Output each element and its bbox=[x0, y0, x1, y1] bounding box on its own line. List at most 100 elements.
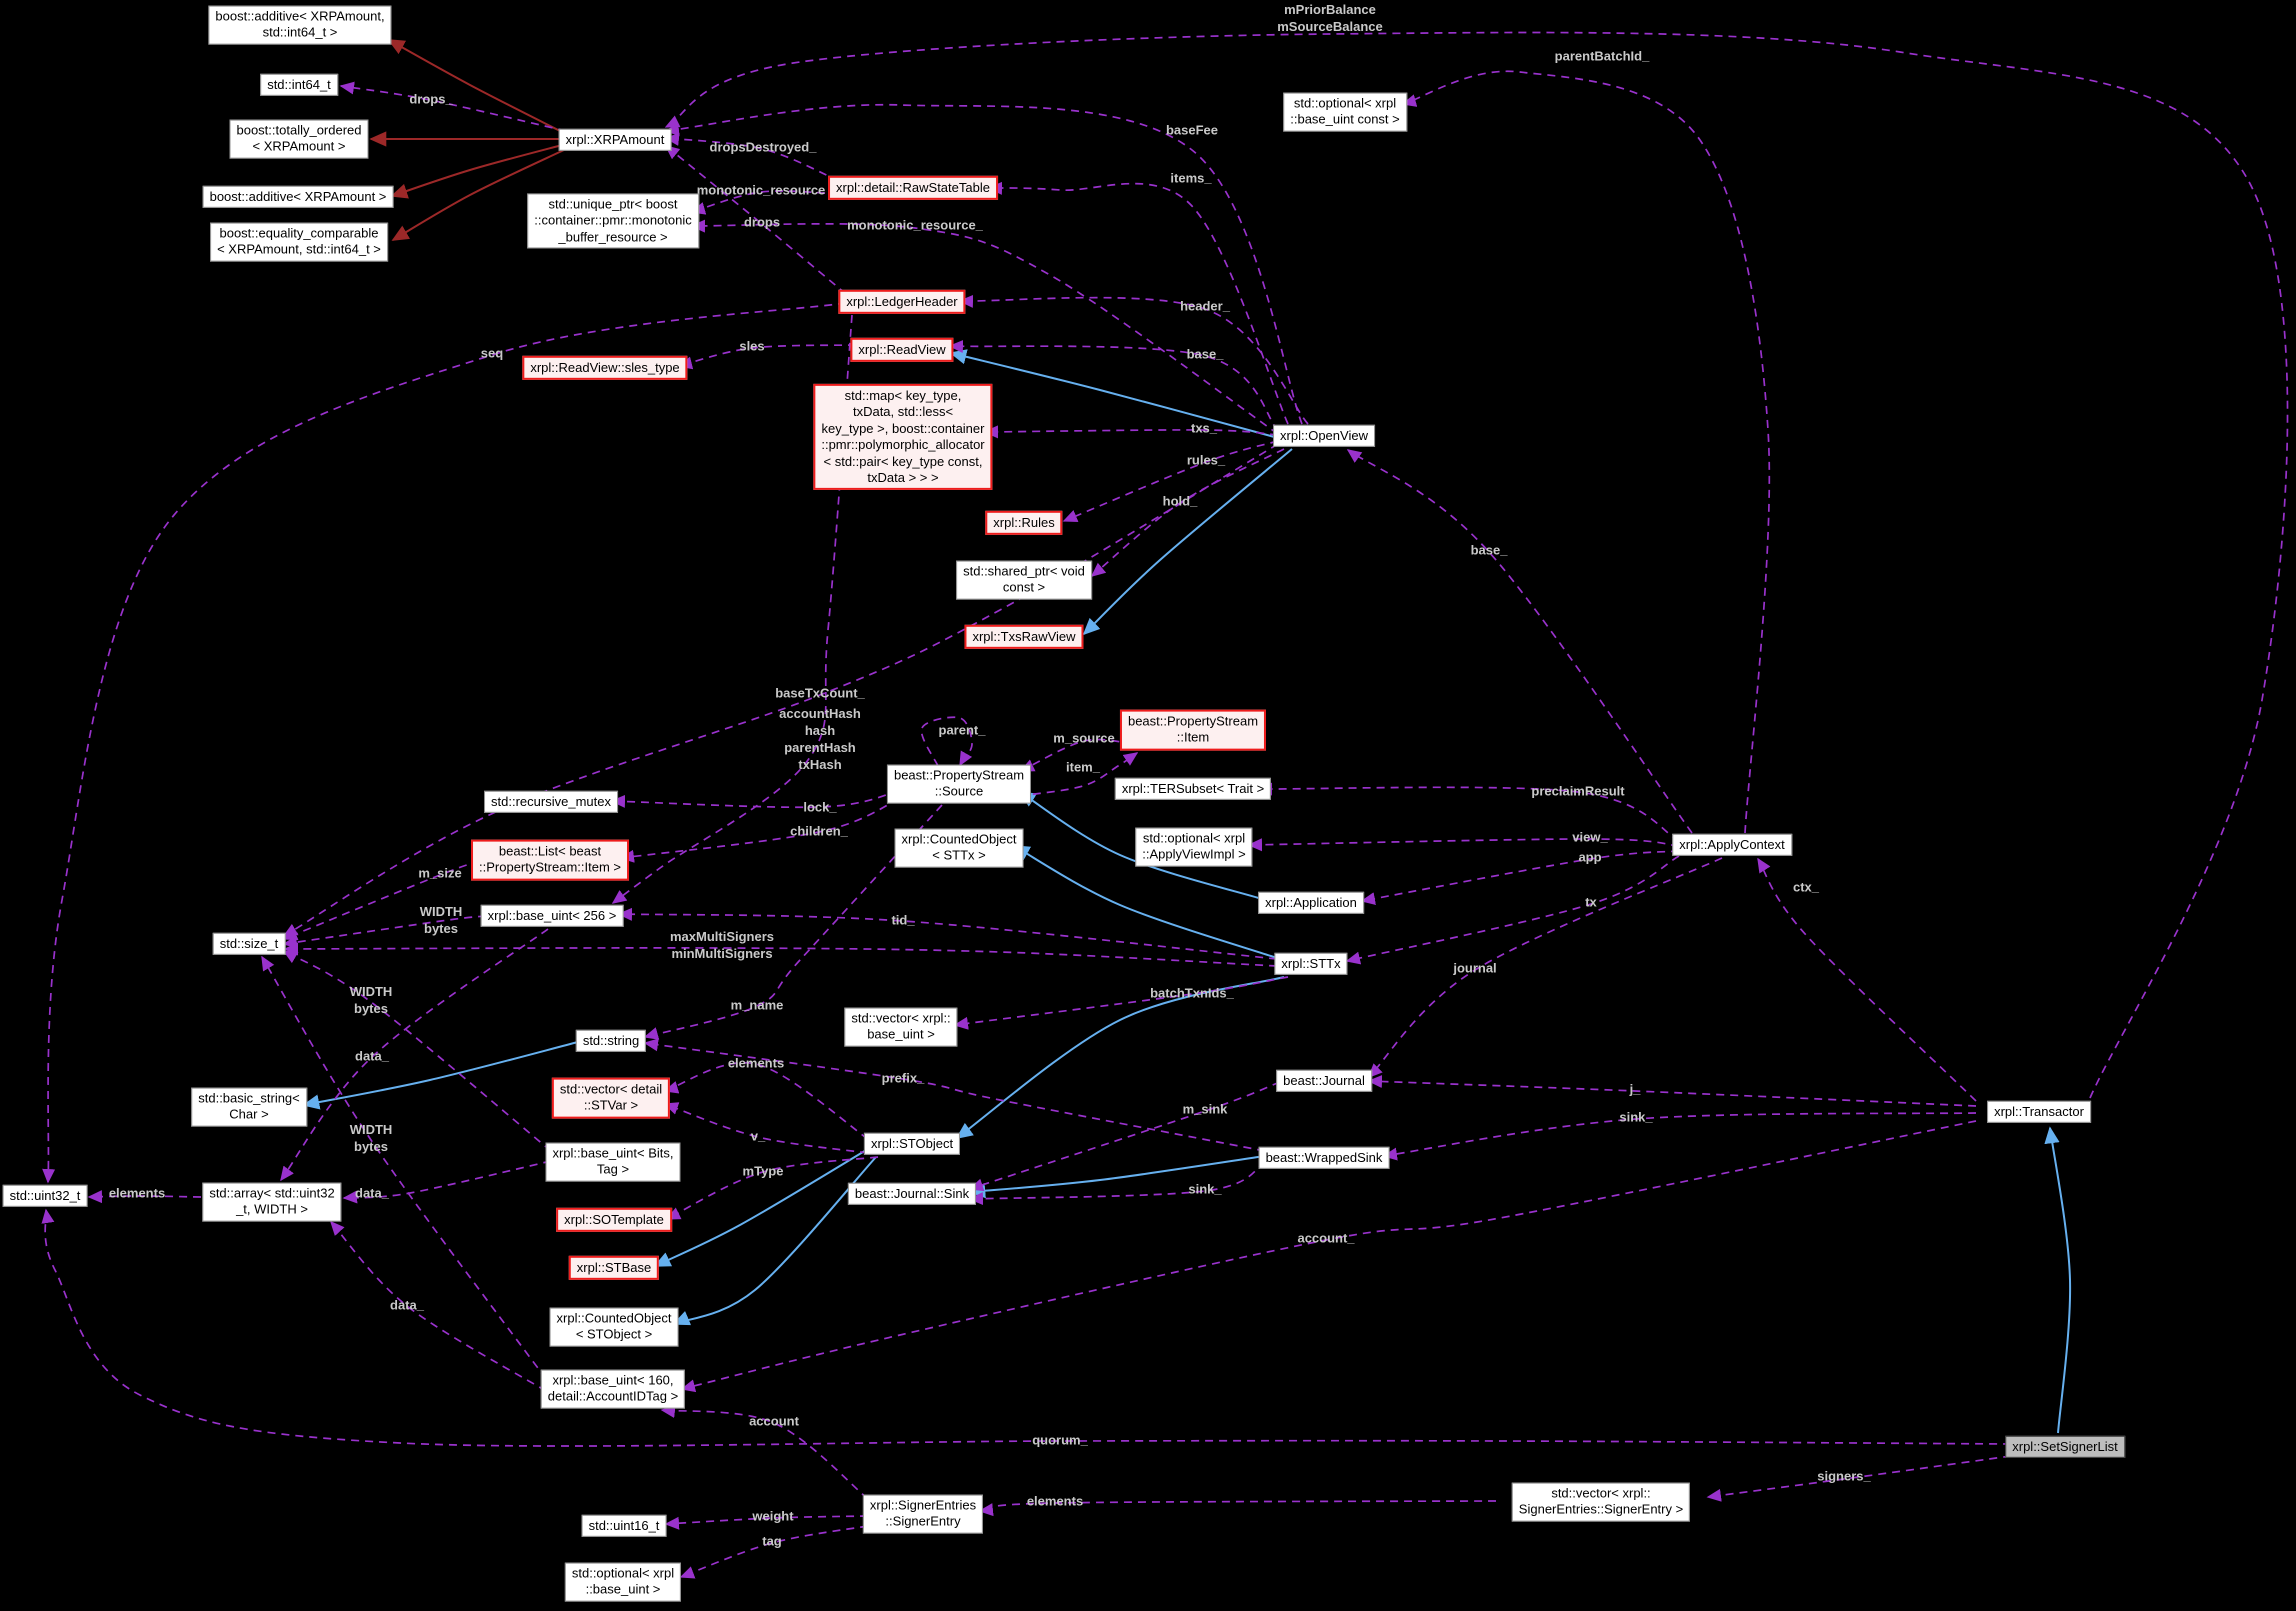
edge-label-account-: account_ bbox=[1297, 1230, 1355, 1246]
node-setsignerlist[interactable]: xrpl::SetSignerList bbox=[2005, 1435, 2125, 1459]
node-rules[interactable]: xrpl::Rules bbox=[985, 510, 1063, 536]
edge-label-accounthash: accountHash hash parentHash txHash bbox=[779, 706, 861, 772]
edge-label-base-: base_ bbox=[1186, 346, 1224, 362]
edge-label-data-: data_ bbox=[355, 1185, 389, 1201]
node-ledgerheader[interactable]: xrpl::LedgerHeader bbox=[838, 289, 966, 315]
edge-label-m-name: m_name bbox=[730, 997, 784, 1013]
node-uint16[interactable]: std::uint16_t bbox=[581, 1514, 667, 1538]
edge-label-seq: seq bbox=[480, 345, 504, 361]
node-tx-map[interactable]: std::map< key_type, txData, std::less< k… bbox=[813, 383, 993, 491]
edge-xrpamount-to-int64 bbox=[339, 81, 567, 132]
edge-xrpamount-to-equality-comparable bbox=[391, 148, 567, 241]
edge-label-items-: items_ bbox=[1170, 170, 1212, 186]
node-beast-list-item[interactable]: beast::List< beast ::PropertyStream::Ite… bbox=[471, 839, 629, 881]
node-int64[interactable]: std::int64_t bbox=[260, 73, 338, 97]
node-optional-applyviewimpl[interactable]: std::optional< xrpl ::ApplyViewImpl > bbox=[1135, 827, 1253, 867]
edge-label-header-: header_ bbox=[1180, 298, 1230, 314]
edge-sttx-to-countedobject-sttx bbox=[1012, 845, 1278, 959]
node-readview[interactable]: xrpl::ReadView bbox=[850, 337, 954, 363]
node-optional-base-uint[interactable]: std::optional< xrpl ::base_uint > bbox=[564, 1562, 682, 1602]
node-txsrawview[interactable]: xrpl::TxsRawView bbox=[964, 624, 1084, 650]
edge-label-basetxcount-: baseTxCount_ bbox=[775, 685, 865, 701]
node-sotemplate[interactable]: xrpl::SOTemplate bbox=[556, 1207, 672, 1233]
node-string[interactable]: std::string bbox=[575, 1029, 647, 1053]
edge-label-lock-: lock_ bbox=[803, 799, 837, 815]
node-countedobject-stobject[interactable]: xrpl::CountedObject < STObject > bbox=[549, 1307, 679, 1347]
node-stobject[interactable]: xrpl::STObject bbox=[863, 1132, 961, 1156]
node-optional-base-uint-const[interactable]: std::optional< xrpl ::base_uint const > bbox=[1283, 92, 1407, 132]
edge-label-parent-: parent_ bbox=[938, 722, 986, 738]
edge-label-tx: tx bbox=[1585, 894, 1597, 910]
edge-label-mtype: mType bbox=[742, 1163, 784, 1179]
node-totally-ordered[interactable]: boost::totally_ordered < XRPAmount > bbox=[229, 119, 369, 159]
edge-wrappedsink-to-journal-sink bbox=[968, 1155, 1266, 1199]
node-countedobject-sttx[interactable]: xrpl::CountedObject < STTx > bbox=[894, 828, 1024, 868]
edge-label-account: account bbox=[749, 1413, 799, 1429]
edge-setsignerlist-to-uint32 bbox=[41, 1208, 2012, 1447]
node-transactor[interactable]: xrpl::Transactor bbox=[1987, 1100, 2091, 1124]
node-uint32[interactable]: std::uint32_t bbox=[2, 1184, 88, 1208]
node-vector-stvar[interactable]: std::vector< detail ::STVar > bbox=[551, 1077, 671, 1119]
node-vector-base-uint[interactable]: std::vector< xrpl:: base_uint > bbox=[844, 1007, 958, 1047]
node-base-uint-160-accountid[interactable]: xrpl::base_uint< 160, detail::AccountIDT… bbox=[540, 1369, 686, 1409]
edge-transactor-to-journal bbox=[1367, 1075, 1977, 1107]
edge-sttx-to-size-t bbox=[283, 942, 1278, 967]
edge-label-monotonic-resource-: monotonic_resource_ bbox=[847, 217, 983, 233]
node-sles-type[interactable]: xrpl::ReadView::sles_type bbox=[522, 355, 688, 381]
node-size-t[interactable]: std::size_t bbox=[212, 932, 286, 956]
edge-rawstatetable-to-xrpamount bbox=[664, 132, 840, 182]
edge-applycontext-to-application bbox=[1360, 850, 1680, 906]
edge-label-preclaimresult: preclaimResult bbox=[1531, 783, 1625, 799]
edge-label-width: WIDTH bytes bbox=[349, 984, 393, 1016]
node-openview[interactable]: xrpl::OpenView bbox=[1273, 424, 1375, 448]
node-basic-string[interactable]: std::basic_string< Char > bbox=[191, 1087, 307, 1127]
edge-stobject-to-vector-stvar bbox=[663, 1102, 869, 1154]
edge-label-children-: children_ bbox=[790, 823, 848, 839]
node-signerentry[interactable]: xrpl::SignerEntries ::SignerEntry bbox=[862, 1494, 984, 1534]
edge-stobject-to-vector-stvar bbox=[663, 1061, 869, 1140]
node-additive-int64[interactable]: boost::additive< XRPAmount, std::int64_t… bbox=[208, 5, 392, 45]
node-shared-ptr-void[interactable]: std::shared_ptr< void const > bbox=[956, 560, 1092, 600]
node-base-uint-256[interactable]: xrpl::base_uint< 256 > bbox=[480, 904, 624, 928]
edge-applycontext-to-sttx bbox=[1345, 855, 1680, 965]
node-array-uint32[interactable]: std::array< std::uint32 _t, WIDTH > bbox=[202, 1182, 342, 1222]
edge-sttx-to-stobject bbox=[955, 976, 1285, 1139]
edge-setsignerlist-to-vector-signerentry bbox=[1706, 1455, 2012, 1502]
node-wrappedsink[interactable]: beast::WrappedSink bbox=[1258, 1146, 1390, 1170]
edge-rawstatetable-to-unique-ptr-monotonic bbox=[690, 190, 840, 215]
node-rawstatetable[interactable]: xrpl::detail::RawStateTable bbox=[828, 175, 998, 201]
node-propertystream-item[interactable]: beast::PropertyStream ::Item bbox=[1119, 709, 1267, 751]
node-stbase[interactable]: xrpl::STBase bbox=[568, 1255, 660, 1281]
edge-propertystream-source-to-propertystream-source bbox=[920, 716, 973, 767]
edge-applycontext-to-optional-applyviewimpl bbox=[1247, 838, 1680, 852]
node-applycontext[interactable]: xrpl::ApplyContext bbox=[1672, 833, 1792, 857]
node-base-uint-bits-tag[interactable]: xrpl::base_uint< Bits, Tag > bbox=[545, 1142, 681, 1182]
edge-label-tag: tag bbox=[762, 1533, 782, 1549]
edge-sttx-to-base-uint-256 bbox=[617, 907, 1278, 960]
edge-applycontext-to-optional-base-uint-const bbox=[1401, 70, 1771, 834]
edge-label-quorum-: quorum_ bbox=[1032, 1432, 1088, 1448]
node-sttx[interactable]: xrpl::STTx bbox=[1274, 952, 1348, 976]
node-equality-comparable[interactable]: boost::equality_comparable < XRPAmount, … bbox=[210, 222, 388, 262]
edge-label-parentbatchid-: parentBatchId_ bbox=[1554, 48, 1650, 64]
edge-openview-to-ledgerheader bbox=[958, 294, 1309, 425]
node-vector-signerentry[interactable]: std::vector< xrpl:: SignerEntries::Signe… bbox=[1511, 1482, 1691, 1522]
edge-label-app: app bbox=[1578, 849, 1602, 865]
node-propertystream-source[interactable]: beast::PropertyStream ::Source bbox=[886, 764, 1032, 804]
edge-label-ctx-: ctx_ bbox=[1792, 879, 1820, 895]
node-unique-ptr-monotonic[interactable]: std::unique_ptr< boost ::container::pmr:… bbox=[527, 193, 699, 249]
node-journal-sink[interactable]: beast::Journal::Sink bbox=[847, 1182, 977, 1206]
edge-applycontext-to-openview bbox=[1346, 449, 1693, 834]
edge-propertystream-source-to-string bbox=[643, 804, 943, 1040]
node-tersubset[interactable]: xrpl::TERSubset< Trait > bbox=[1114, 777, 1272, 801]
edge-base-uint-256-to-size-t bbox=[282, 915, 487, 949]
edge-openview-to-tx-map bbox=[983, 425, 1279, 439]
node-xrpamount[interactable]: xrpl::XRPAmount bbox=[558, 128, 672, 152]
edge-label-j-: j_ bbox=[1629, 1081, 1641, 1097]
edge-label-signers-: signers_ bbox=[1817, 1468, 1871, 1484]
node-additive-xrpamount[interactable]: boost::additive< XRPAmount > bbox=[202, 185, 394, 209]
node-journal[interactable]: beast::Journal bbox=[1276, 1069, 1372, 1093]
node-application[interactable]: xrpl::Application bbox=[1258, 891, 1364, 915]
node-recursive-mutex[interactable]: std::recursive_mutex bbox=[484, 790, 618, 814]
